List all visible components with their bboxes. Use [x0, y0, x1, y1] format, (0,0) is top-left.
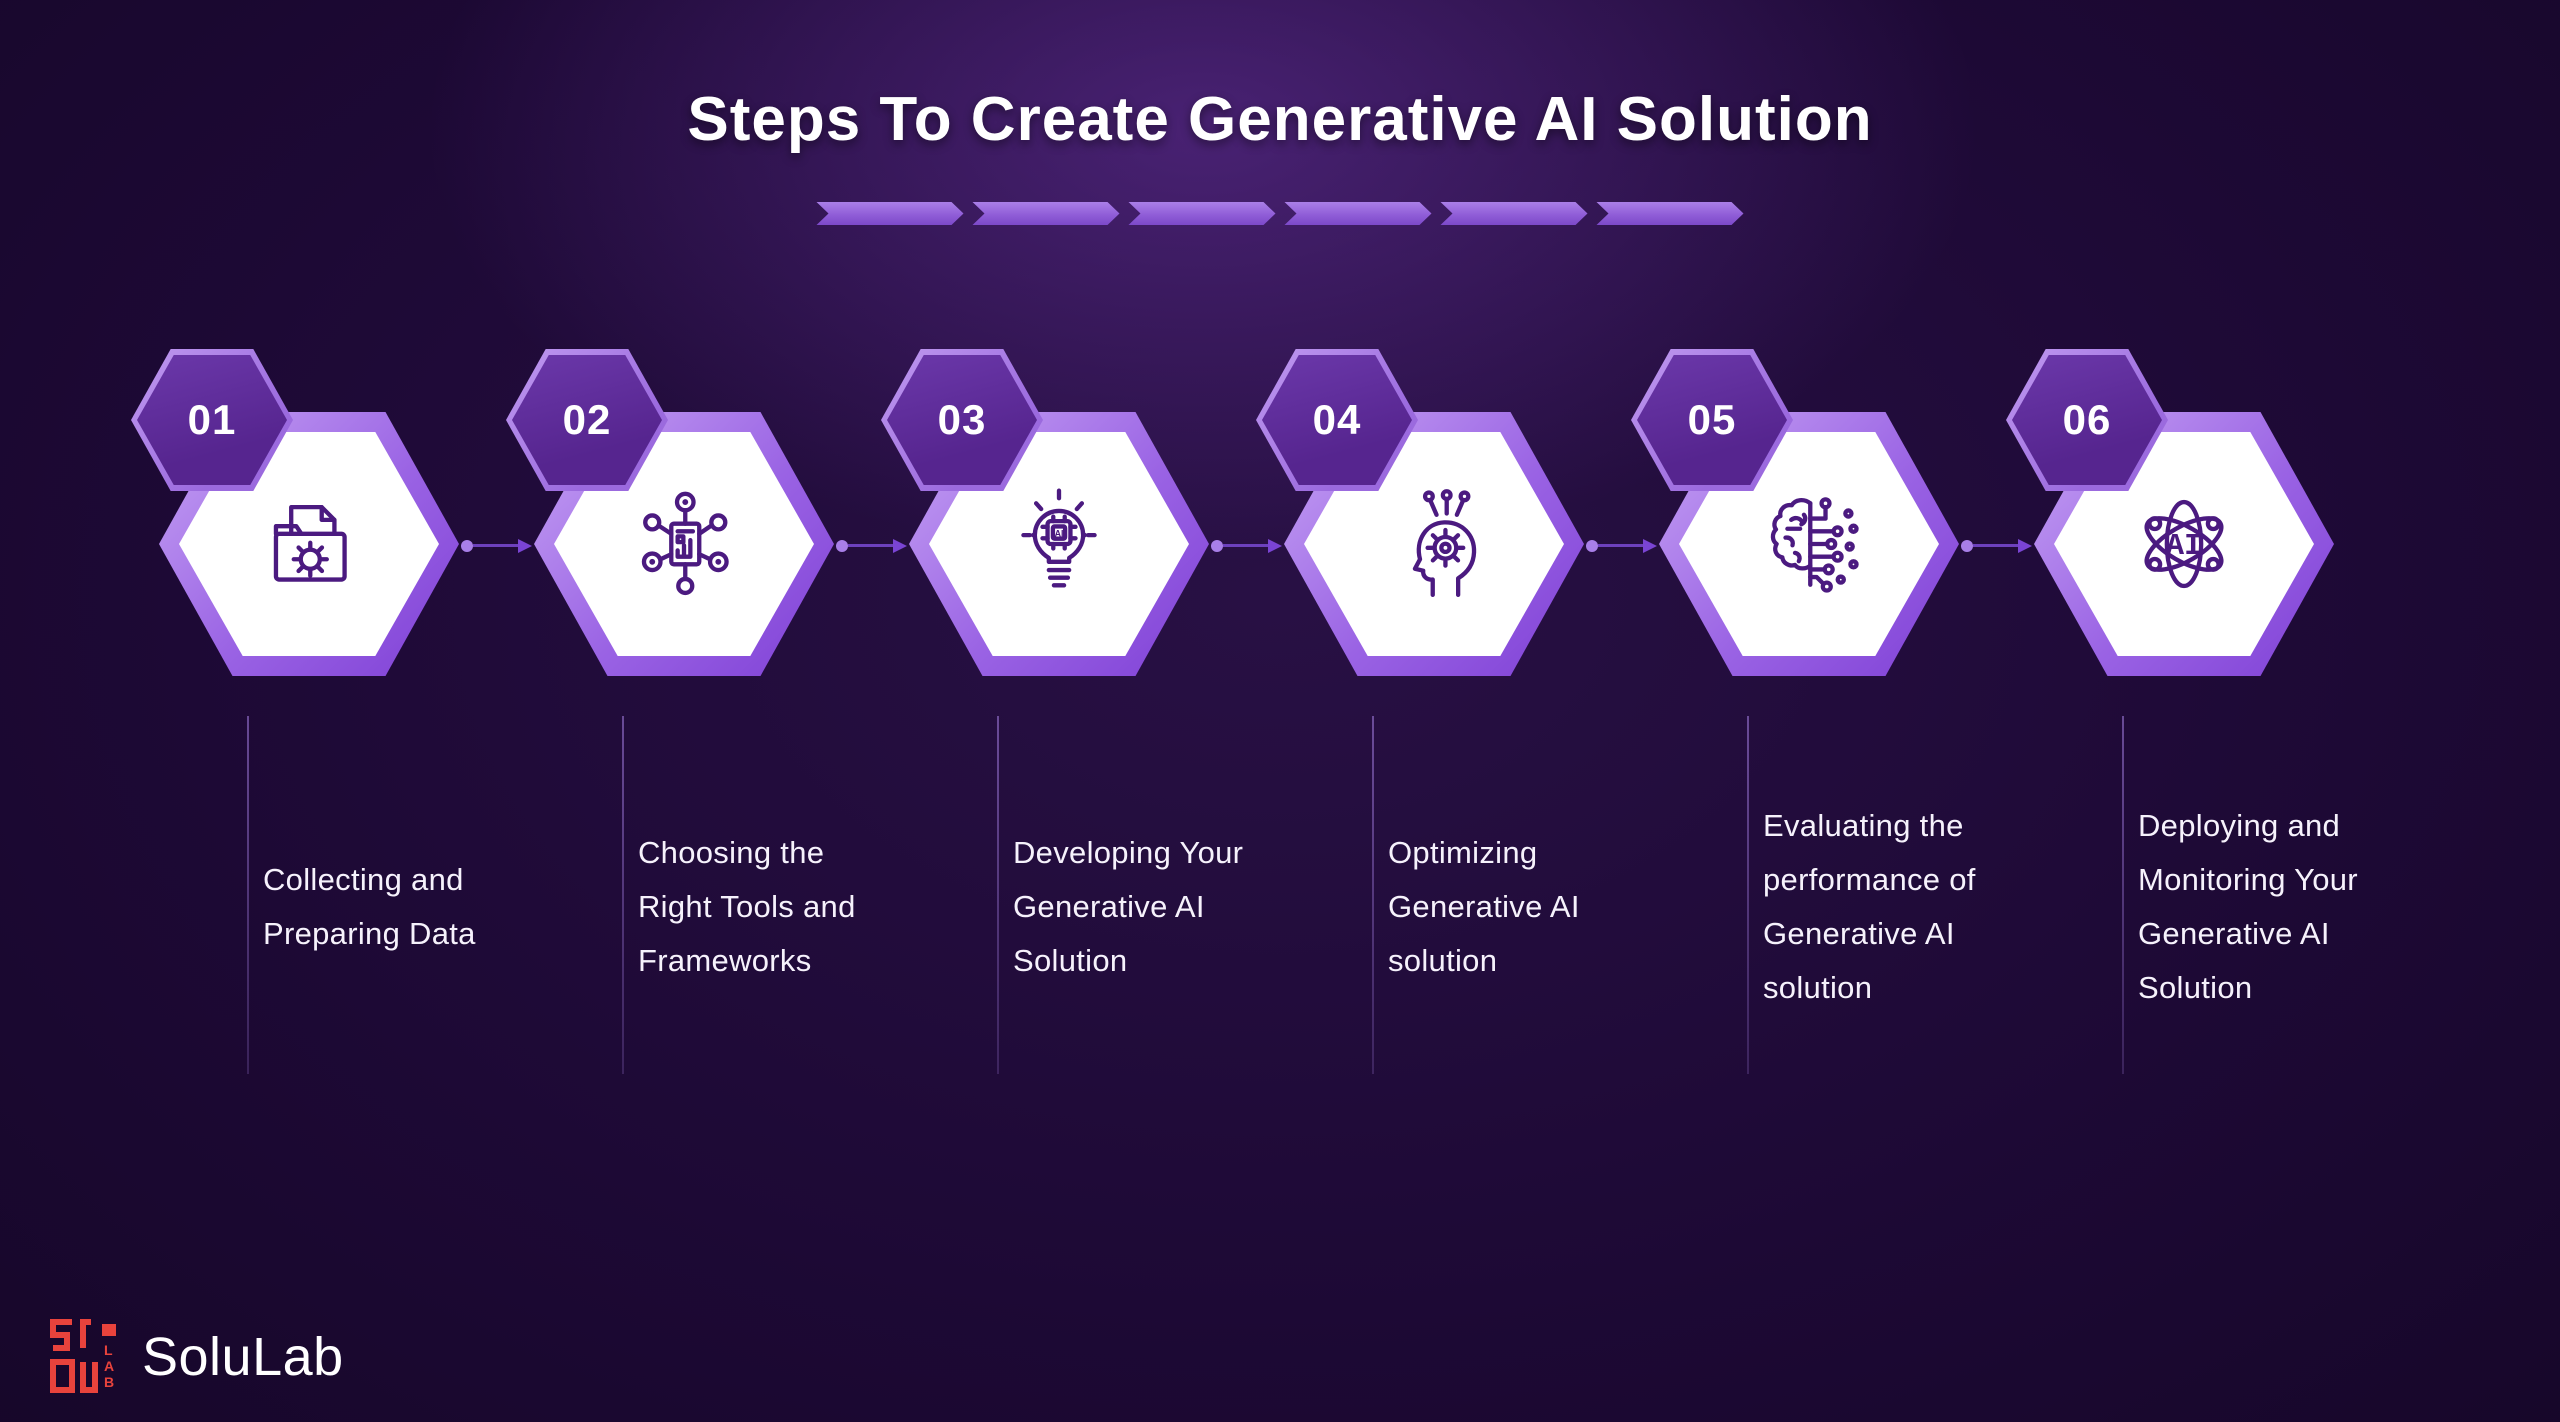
step-number-face: 05	[1637, 355, 1787, 485]
network-nodes-icon	[641, 491, 729, 596]
logo-lab-letter: L	[104, 1342, 113, 1358]
logo-flag-pixel	[102, 1324, 116, 1336]
dash-segment	[1129, 202, 1276, 225]
step-number: 05	[1687, 396, 1737, 443]
step-number-face: 04	[1262, 355, 1412, 485]
step-connector-arrow	[461, 538, 532, 553]
step-hexagon	[159, 412, 459, 676]
arrowhead-icon	[1643, 538, 1657, 553]
connector-line	[1598, 544, 1643, 547]
logo-lab-letter: A	[104, 1358, 114, 1374]
step-hexagon-face	[1304, 432, 1564, 656]
step-connector-arrow	[1586, 538, 1657, 553]
step-connector-arrow	[1211, 538, 1282, 553]
step-divider-line	[997, 716, 999, 1074]
step-hexagon-face	[179, 432, 439, 656]
connector-dot	[1211, 539, 1223, 552]
step-description: Choosing the Right Tools and Frameworks	[638, 835, 856, 978]
atom-ai-icon: AI	[2144, 499, 2224, 589]
step-number-badge: 03	[881, 349, 1043, 491]
step-description-block: Optimizing Generative AI solution	[1388, 716, 1718, 1098]
step-number: 03	[937, 396, 987, 443]
step-number-face: 03	[887, 355, 1037, 485]
bulb-ai-chip-icon: AI	[1021, 488, 1097, 588]
arrowhead-icon	[2018, 538, 2032, 553]
step-hexagon-face: AI	[2054, 432, 2314, 656]
step-description: Collecting and Preparing Data	[263, 862, 476, 951]
dash-segment	[817, 202, 964, 225]
step-description: Evaluating the performance of Generative…	[1763, 808, 1976, 1005]
step-divider-line	[247, 716, 249, 1074]
step-hexagon-face: AI	[929, 432, 1189, 656]
connector-dot	[1961, 539, 1973, 552]
step-hexagon: AI	[2034, 412, 2334, 676]
step-divider-line	[2122, 716, 2124, 1074]
step-number: 06	[2062, 396, 2112, 443]
step-description: Optimizing Generative AI solution	[1388, 835, 1580, 978]
step-divider-line	[1372, 716, 1374, 1074]
step-connector-arrow	[836, 538, 907, 553]
connector-dot	[461, 539, 473, 552]
head-gear-icon	[1412, 489, 1477, 597]
dash-segment	[1597, 202, 1744, 225]
step-description-block: Evaluating the performance of Generative…	[1763, 716, 2093, 1098]
step-number-face: 06	[2012, 355, 2162, 485]
connector-dot	[1586, 539, 1598, 552]
step-divider-line	[1747, 716, 1749, 1074]
step-hexagon	[534, 412, 834, 676]
connector-dot	[836, 539, 848, 552]
solulab-logo: L A B SoluLab	[46, 1316, 344, 1398]
step-description-block: Deploying and Monitoring Your Generative…	[2138, 716, 2468, 1098]
step-number: 01	[187, 396, 237, 443]
logo-wordmark: SoluLab	[142, 1327, 344, 1387]
step-description-block: Collecting and Preparing Data	[263, 716, 593, 1098]
solulab-logo-icon: L A B	[50, 1319, 116, 1393]
brain-circuit-icon	[1770, 497, 1859, 593]
dash-segment	[1285, 202, 1432, 225]
step-number-badge: 05	[1631, 349, 1793, 491]
connector-line	[1223, 544, 1268, 547]
step-number: 04	[1312, 396, 1362, 443]
chip-ai-label: AI	[1055, 528, 1064, 538]
step-number-badge: 04	[1256, 349, 1418, 491]
folder-gear-icon	[273, 504, 347, 582]
title-underline-dashes	[817, 202, 1744, 225]
logo-lab-letter: B	[104, 1374, 114, 1390]
step-number-badge: 01	[131, 349, 293, 491]
step-number-face: 02	[512, 355, 662, 485]
step-hexagon	[1284, 412, 1584, 676]
step-hexagon	[1659, 412, 1959, 676]
dash-segment	[973, 202, 1120, 225]
connector-line	[473, 544, 518, 547]
step-number-face: 01	[137, 355, 287, 485]
step-hexagon-face	[1679, 432, 1939, 656]
step-number: 02	[562, 396, 612, 443]
dash-segment	[1441, 202, 1588, 225]
atom-ai-label: AI	[2166, 530, 2203, 564]
step-description-block: Choosing the Right Tools and Frameworks	[638, 716, 968, 1098]
connector-line	[1973, 544, 2018, 547]
step-divider-line	[622, 716, 624, 1074]
arrowhead-icon	[1268, 538, 1282, 553]
step-description-block: Developing Your Generative AI Solution	[1013, 716, 1343, 1098]
step-hexagon-face	[554, 432, 814, 656]
step-number-badge: 06	[2006, 349, 2168, 491]
arrowhead-icon	[893, 538, 907, 553]
step-description: Developing Your Generative AI Solution	[1013, 835, 1244, 978]
page-title: Steps To Create Generative AI Solution	[687, 85, 1873, 154]
step-connector-arrow	[1961, 538, 2032, 553]
step-hexagon: AI	[909, 412, 1209, 676]
step-description: Deploying and Monitoring Your Generative…	[2138, 808, 2358, 1005]
connector-line	[848, 544, 893, 547]
step-number-badge: 02	[506, 349, 668, 491]
arrowhead-icon	[518, 538, 532, 553]
